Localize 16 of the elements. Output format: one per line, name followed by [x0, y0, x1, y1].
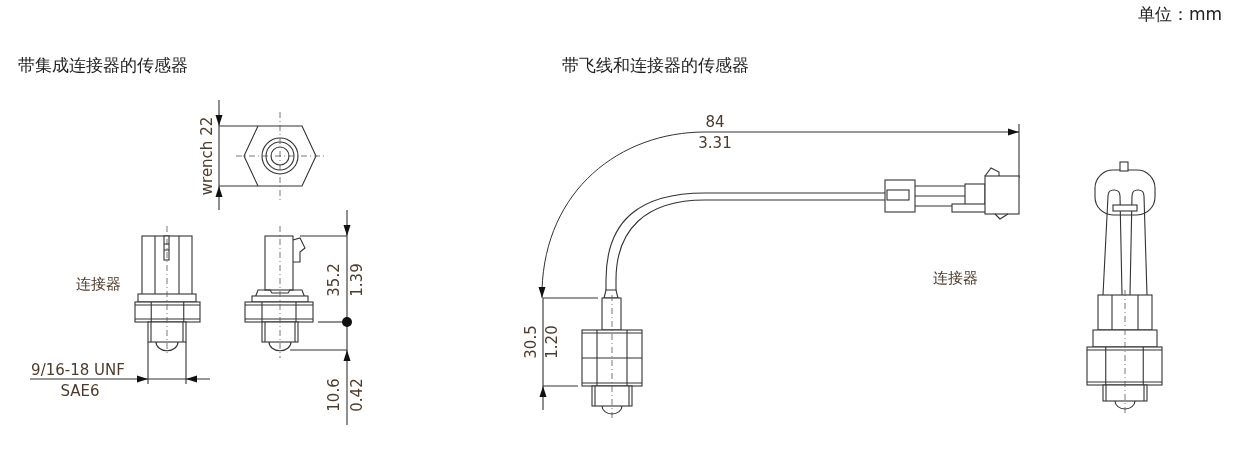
label: 9/16-18 UNF: [31, 362, 125, 378]
heading: 带飞线和连接器的传感器: [562, 56, 749, 74]
heading: 带集成连接器的传感器: [18, 56, 188, 74]
dimension-label: 1.39: [349, 263, 365, 297]
dimension-label: 0.42: [349, 378, 365, 412]
label: 3.31: [698, 135, 732, 151]
dimension-label: wrench 22: [199, 116, 215, 196]
dimension-label: 35.2: [326, 263, 342, 297]
dimension-label: 1.20: [544, 325, 560, 359]
label: 84: [705, 114, 725, 130]
label: SAE6: [60, 383, 100, 399]
label: 连接器: [76, 276, 121, 292]
label: 连接器: [932, 270, 978, 286]
dimension-label: 30.5: [523, 325, 539, 359]
dimension-label: 10.6: [326, 378, 342, 412]
heading: 单位：mm: [1137, 5, 1222, 23]
